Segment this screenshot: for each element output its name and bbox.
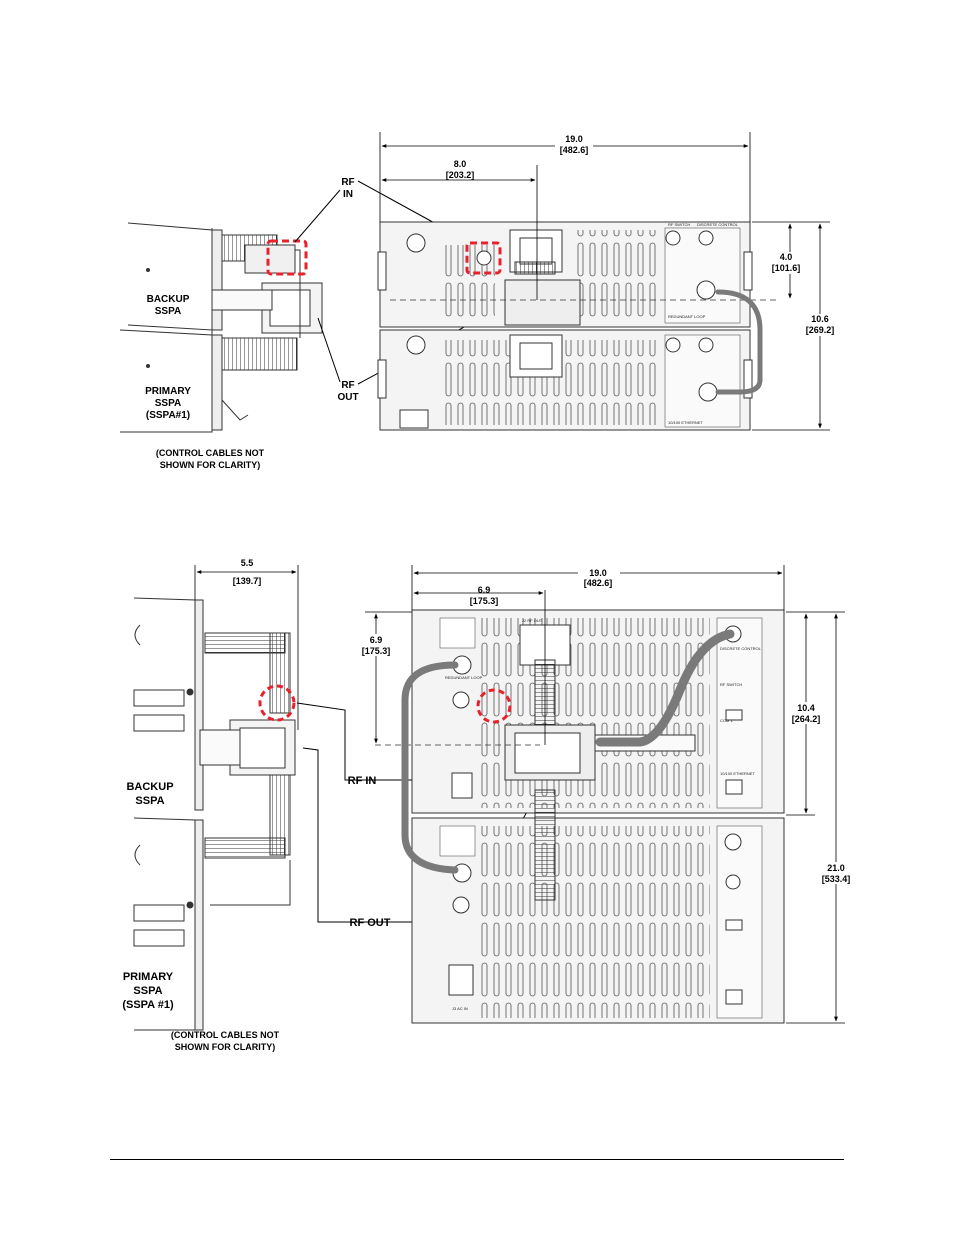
top-upper-height-dim-mm: [101.6] bbox=[772, 263, 801, 273]
bottom-unit-height-dim: 10.4 bbox=[797, 703, 815, 713]
bottom-backup-label-2: SSPA bbox=[135, 795, 164, 807]
bottom-rf-in-label: RF IN bbox=[348, 775, 377, 787]
bottom-rf-switch-text: RF SWITCH bbox=[720, 682, 742, 687]
bottom-offset-dim-mm: [175.3] bbox=[470, 596, 499, 606]
bottom-redundant-loop-cable bbox=[401, 661, 459, 874]
bottom-primary-label-1: PRIMARY bbox=[123, 971, 174, 983]
top-rf-in-label-2: IN bbox=[343, 189, 353, 200]
bottom-rf-in-callout-front bbox=[476, 688, 512, 724]
bottom-side-dim: 5.5 bbox=[241, 558, 254, 568]
bottom-figure: BACKUP SSPA PRIMARY SSPA (SSPA #1) (CONT… bbox=[122, 558, 858, 1052]
top-primary-label-2: SSPA bbox=[155, 398, 182, 409]
top-total-height-dim-mm: [269.2] bbox=[806, 325, 835, 335]
top-note-line-1: (CONTROL CABLES NOT bbox=[156, 448, 265, 458]
top-figure: BACKUP SSPA PRIMARY SSPA (SSPA#1) (CONTR… bbox=[119, 132, 842, 470]
bottom-note-line-1: (CONTROL CABLES NOT bbox=[171, 1030, 280, 1040]
top-offset-dim: 8.0 bbox=[454, 159, 467, 169]
bottom-width-dim-mm: [482.6] bbox=[584, 578, 613, 588]
bottom-control-cable bbox=[595, 629, 735, 747]
bottom-rf-out-port-text: J2 RF OUT bbox=[522, 618, 543, 623]
bottom-discrete-control-text: DISCRETE CONTROL bbox=[720, 646, 762, 651]
bottom-note-line-2: SHOWN FOR CLARITY) bbox=[175, 1042, 276, 1052]
bottom-com1-text: COM 1 bbox=[720, 718, 733, 723]
top-primary-label-3: (SSPA#1) bbox=[146, 410, 190, 421]
bottom-upper-height-dim: 6.9 bbox=[370, 635, 383, 645]
bottom-total-height-dim-mm: [533.4] bbox=[822, 874, 851, 884]
bottom-backup-label-1: BACKUP bbox=[126, 781, 173, 793]
bottom-upper-height-dim-mm: [175.3] bbox=[362, 646, 391, 656]
top-discrete-control-text: DISCRETE CONTROL bbox=[697, 222, 739, 227]
bottom-side-view bbox=[133, 597, 296, 1031]
top-upper-height-dim: 4.0 bbox=[780, 252, 793, 262]
bottom-unit-height-dim-mm: [264.2] bbox=[792, 714, 821, 724]
top-rf-in-label-1: RF bbox=[341, 177, 354, 188]
bottom-redundant-loop-text: REDUNDANT LOOP bbox=[445, 675, 483, 680]
bottom-primary-label-2: SSPA bbox=[133, 985, 162, 997]
bottom-ethernet-text: 10/100 ETHERNET bbox=[720, 771, 755, 776]
top-rf-switch-text: RF SWITCH bbox=[668, 222, 690, 227]
top-rf-in-callout-front bbox=[465, 241, 502, 275]
top-redundant-loop-text: REDUNDANT LOOP bbox=[668, 314, 706, 319]
top-note-line-2: SHOWN FOR CLARITY) bbox=[160, 460, 261, 470]
bottom-width-dim: 19.0 bbox=[589, 568, 607, 578]
top-backup-label-1: BACKUP bbox=[147, 294, 190, 305]
bottom-total-height-dim: 21.0 bbox=[827, 863, 845, 873]
top-rf-in-callout-side bbox=[266, 239, 308, 276]
bottom-side-dim-mm: [139.7] bbox=[233, 576, 262, 586]
top-backup-label-2: SSPA bbox=[155, 306, 182, 317]
top-rf-out-label-2: OUT bbox=[337, 392, 358, 403]
bottom-front-view: J2 RF OUT DISCRETE CONTROL RF SWITCH COM… bbox=[375, 609, 785, 1024]
bottom-rf-in-callout-side bbox=[258, 684, 296, 722]
top-offset-dim-mm: [203.2] bbox=[446, 170, 475, 180]
bottom-offset-dim: 6.9 bbox=[478, 585, 491, 595]
top-front-view: RF SWITCH DISCRETE CONTROL REDUNDANT LOO… bbox=[377, 221, 780, 431]
top-ethernet-text: 10/100 ETHERNET bbox=[668, 420, 703, 425]
top-width-dim-mm: [482.6] bbox=[560, 145, 589, 155]
bottom-rf-out-label: RF OUT bbox=[350, 917, 391, 929]
top-side-view bbox=[119, 222, 323, 433]
top-width-dim: 19.0 bbox=[565, 134, 583, 144]
bottom-primary-label-3: (SSPA #1) bbox=[122, 999, 174, 1011]
top-redundant-loop-cable bbox=[715, 289, 763, 395]
bottom-ac-in-text: J3 AC IN bbox=[452, 1006, 468, 1011]
top-rf-out-label-1: RF bbox=[341, 380, 354, 391]
footer-divider bbox=[110, 1159, 844, 1160]
top-primary-label-1: PRIMARY bbox=[145, 386, 191, 397]
top-total-height-dim: 10.6 bbox=[811, 314, 829, 324]
